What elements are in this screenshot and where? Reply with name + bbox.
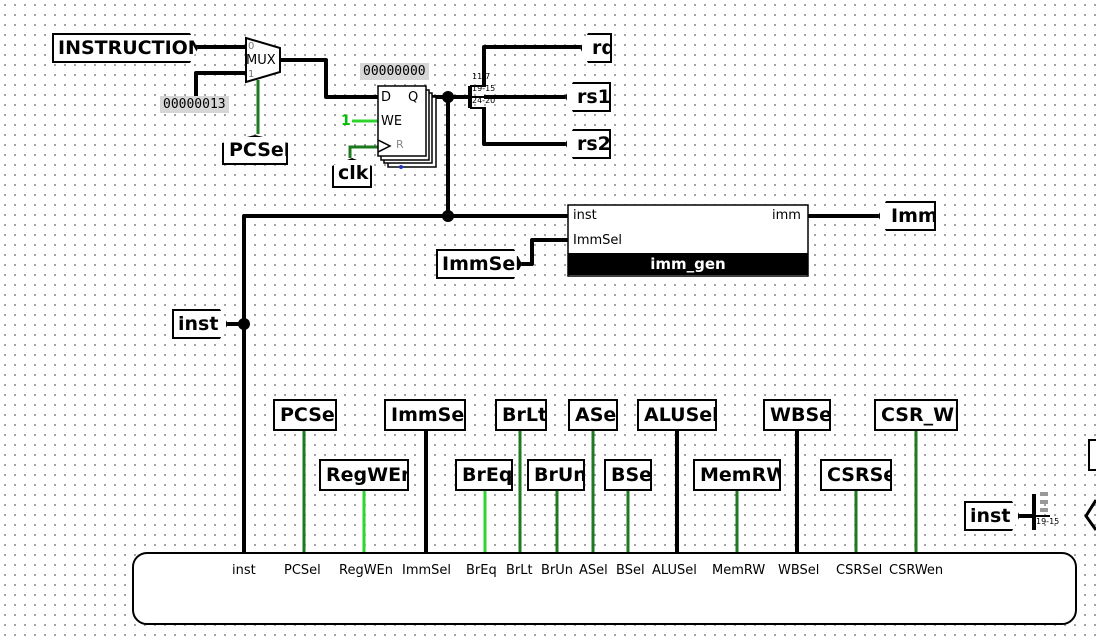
split-bits-rd: 11-7 (472, 72, 491, 81)
constant-value: 00000013 (160, 96, 229, 113)
mux-label: MUX (246, 53, 276, 68)
imm-output[interactable]: Imm (878, 201, 936, 231)
imm-label: Imm (891, 204, 938, 227)
we-constant: 1 (341, 113, 351, 129)
inst-right-label: inst (970, 504, 1011, 527)
control-tunnel-label: ALUSel (644, 403, 719, 426)
control-tunnel-memrw[interactable]: MemRW (693, 459, 781, 491)
rs1-label: rs1 (577, 85, 611, 108)
control-port-bsel: BSel (616, 563, 645, 578)
wire-const (194, 71, 246, 98)
control-tunnel-label: BrUn (534, 463, 587, 486)
junction-inst (442, 210, 454, 222)
rs2-label: rs2 (577, 132, 611, 155)
register-stack (377, 85, 437, 168)
register-d-label: D (381, 90, 392, 105)
wire-rs2 (482, 107, 574, 146)
wire-clk (348, 145, 378, 158)
inst-tunnel-right[interactable]: inst (964, 501, 1020, 531)
rd-output[interactable]: rd (580, 33, 612, 63)
control-tunnel-label: WBSel (770, 403, 839, 426)
control-port-wbsel: WBSel (778, 563, 820, 578)
control-tunnel-label: BrEq (462, 463, 513, 486)
imm-gen-title: imm_gen (568, 253, 808, 275)
rd-label: rd (592, 36, 615, 59)
control-tunnel-asel[interactable]: ASel (568, 399, 618, 431)
instruction-input[interactable]: INSTRUCTION (52, 33, 198, 63)
split-bits-rs1: 19-15 (472, 84, 496, 93)
pcsel-label: PCSel (229, 138, 291, 161)
control-tunnel-label: BSel (611, 463, 659, 486)
immsel-input[interactable]: ImmSel (436, 249, 522, 279)
mux-body (245, 36, 281, 84)
control-tunnel-bsel[interactable]: BSel (604, 459, 652, 491)
register-clock-triangle (377, 139, 392, 153)
wire-inst-down (242, 214, 448, 556)
junction-q (442, 91, 454, 103)
control-tunnel-label: PCSel (280, 403, 342, 426)
control-tunnel-label: ASel (575, 403, 623, 426)
junction-inst-tunnel (238, 318, 250, 330)
control-port-csrwen: CSRWen (889, 563, 944, 578)
control-tunnel-label: MemRW (700, 463, 788, 486)
control-tunnel-csr-we[interactable]: CSR_WE (874, 399, 958, 431)
control-tunnel-immsel[interactable]: ImmSel (384, 399, 466, 431)
register-value: 00000000 (360, 63, 429, 80)
control-port-csrsel: CSRSel (836, 563, 883, 578)
clk-label: clk (338, 161, 369, 184)
mux-in0-label: 0 (248, 41, 255, 52)
control-port-memrw: MemRW (712, 563, 766, 578)
wire-immsel (520, 238, 568, 266)
inst-tunnel-label: inst (178, 312, 219, 335)
wire-rd (482, 45, 588, 87)
control-tunnel-label: RegWEn (326, 463, 415, 486)
control-tunnel-brlt[interactable]: BrLt (495, 399, 547, 431)
register-r-label: R (396, 138, 404, 151)
mux-in1-label: 1 (248, 69, 255, 80)
control-tunnel-label: CSR_WE (881, 403, 968, 426)
control-port-breq: BrEq (466, 563, 497, 578)
imm-gen-port-inst: inst (573, 208, 597, 223)
rs1-output[interactable]: rs1 (565, 82, 611, 112)
wire-inst-bus (446, 97, 568, 218)
register-we-label: WE (381, 114, 403, 129)
control-port-immsel: ImmSel (402, 563, 452, 578)
control-tunnel-alusel[interactable]: ALUSel (637, 399, 717, 431)
control-tunnel-csrsel[interactable]: CSRSel (820, 459, 892, 491)
inst-tunnel[interactable]: inst (172, 309, 228, 339)
control-port-regwen: RegWEn (339, 563, 394, 578)
imm-gen-port-imm: imm (772, 208, 801, 223)
immsel-label: ImmSel (442, 252, 522, 275)
control-port-brlt: BrLt (506, 563, 533, 578)
control-port-pcsel: PCSel (284, 563, 321, 578)
control-tunnel-pcsel[interactable]: PCSel (273, 399, 337, 431)
wire-mux-out (280, 58, 378, 99)
right-split-bits: 19-15 (1036, 517, 1060, 526)
control-port-asel: ASel (579, 563, 608, 578)
control-port-inst: inst (232, 563, 256, 578)
rs2-output[interactable]: rs2 (565, 129, 611, 159)
clk-input[interactable]: clk (332, 158, 372, 188)
control-tunnel-label: BrLt (502, 403, 548, 426)
split-bits-rs2: 24-20 (472, 96, 496, 105)
control-tunnel-regwen[interactable]: RegWEn (319, 459, 409, 491)
control-tunnel-brun[interactable]: BrUn (527, 459, 585, 491)
control-tunnel-breq[interactable]: BrEq (455, 459, 513, 491)
imm-gen-port-immsel: ImmSel (573, 233, 623, 248)
control-port-brun: BrUn (541, 563, 574, 578)
control-tunnel-wbsel[interactable]: WBSel (763, 399, 831, 431)
instruction-label: INSTRUCTION (58, 36, 204, 59)
pcsel-input[interactable]: PCSel (222, 135, 288, 165)
control-block (132, 552, 1077, 625)
register-q-label: Q (408, 90, 419, 105)
control-port-alusel: ALUSel (652, 563, 697, 578)
control-tunnel-label: ImmSel (391, 403, 471, 426)
control-tunnel-label: CSRSel (827, 463, 903, 486)
